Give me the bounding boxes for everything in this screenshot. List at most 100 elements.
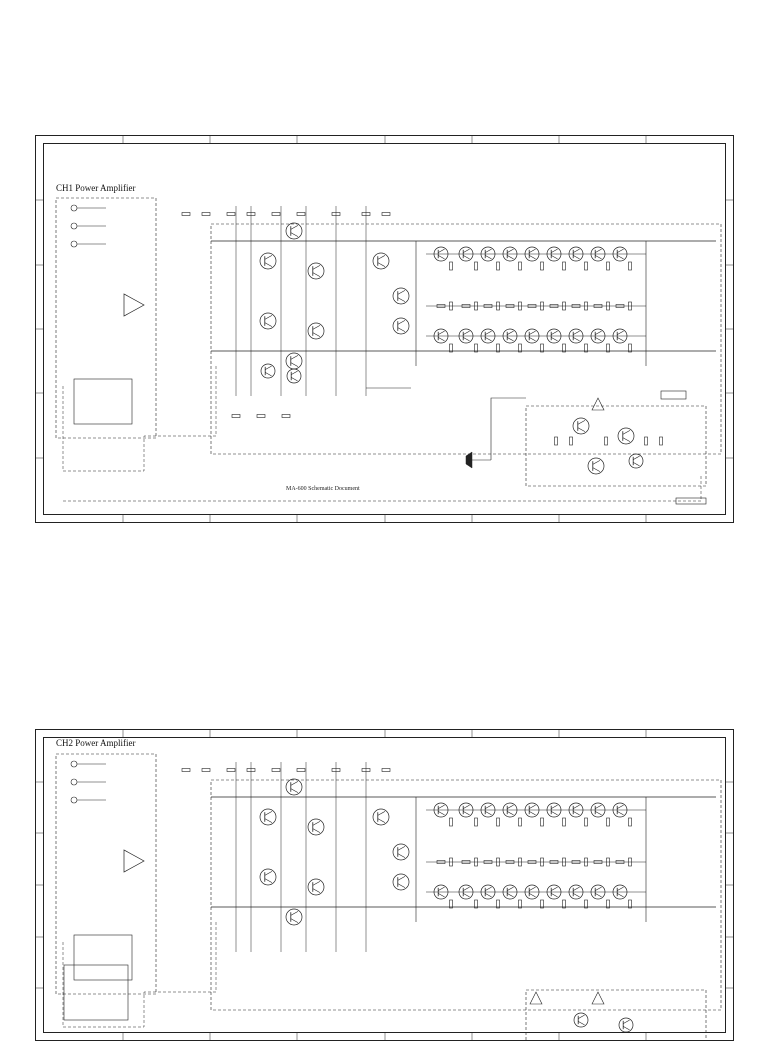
wire [264, 871, 273, 876]
wire [290, 355, 299, 360]
wire [623, 1019, 630, 1024]
circuit-group [55, 197, 722, 505]
wire [377, 811, 386, 816]
resistor-symbol [584, 343, 588, 353]
wire [397, 290, 406, 295]
resistor-symbol [540, 343, 544, 353]
resistor-symbol [226, 768, 236, 772]
wire [551, 811, 558, 816]
wire [622, 430, 631, 435]
wire [551, 330, 558, 335]
sheet-title: CH2 Power Amplifier [56, 738, 136, 748]
output-terminal [675, 497, 707, 505]
wire [617, 330, 624, 335]
wire [485, 893, 492, 898]
feedback-loop [62, 922, 217, 1028]
speaker-wire [490, 397, 526, 460]
wire [573, 804, 580, 809]
resistor-symbol [518, 261, 522, 271]
input-section-outline [55, 753, 157, 995]
resistor-symbol [281, 414, 291, 418]
wire [438, 255, 445, 260]
wire [291, 370, 298, 375]
wire [529, 255, 536, 260]
wire [312, 828, 321, 833]
resistor-symbol [201, 212, 211, 216]
wire [595, 248, 602, 253]
wire [617, 248, 624, 253]
wire [595, 893, 602, 898]
wire [617, 811, 624, 816]
resistor-symbol [584, 817, 588, 827]
wire [397, 327, 406, 332]
wire [397, 846, 406, 851]
wire [485, 811, 492, 816]
wire [633, 462, 640, 467]
wire [507, 886, 514, 891]
circuit-group [55, 753, 722, 1040]
wire [507, 337, 514, 342]
wire [377, 262, 386, 267]
sheet-zone-ticks [36, 136, 733, 522]
wire [264, 818, 273, 823]
transistor-symbol [260, 363, 276, 379]
protection-circuit-outline [525, 405, 707, 487]
wire [573, 886, 580, 891]
wire [312, 881, 321, 886]
transistor-symbol [618, 1017, 634, 1033]
sub-block-outline [63, 964, 129, 1021]
resistor-symbol [540, 261, 544, 271]
warning-triangle [529, 991, 543, 1005]
resistor-symbol [226, 212, 236, 216]
wire [264, 811, 273, 816]
wire [529, 248, 536, 253]
sub-block-outline [73, 934, 133, 981]
wire [485, 330, 492, 335]
transistor-symbol [572, 417, 590, 435]
wire [264, 255, 273, 260]
transistor-symbol [285, 908, 303, 926]
wire [264, 322, 273, 327]
wire [529, 886, 536, 891]
wire [485, 337, 492, 342]
transistor-symbol [392, 287, 410, 305]
speaker-symbol [465, 451, 473, 469]
transistor-symbol [587, 457, 605, 475]
resistor-symbol [271, 212, 281, 216]
wire [507, 255, 514, 260]
wire [573, 255, 580, 260]
wire [291, 377, 298, 382]
wire [290, 788, 299, 793]
wire [485, 248, 492, 253]
transistor-symbol [628, 453, 644, 469]
wire [438, 893, 445, 898]
resistor-symbol [518, 817, 522, 827]
wire [551, 886, 558, 891]
wire [312, 265, 321, 270]
resistor-symbol [496, 261, 500, 271]
sheet-zone-ticks [36, 730, 733, 1040]
resistor-symbol [562, 261, 566, 271]
wire [463, 811, 470, 816]
wire [573, 330, 580, 335]
wire [377, 818, 386, 823]
wire [397, 883, 406, 888]
wire [377, 255, 386, 260]
transistor-symbol [307, 878, 325, 896]
wire [529, 337, 536, 342]
transistor-symbol [392, 843, 410, 861]
wire [485, 804, 492, 809]
resistor-symbol [449, 899, 453, 909]
wire [592, 467, 601, 472]
transistor-symbol [259, 808, 277, 826]
resistor-symbol [604, 436, 608, 446]
wire [463, 248, 470, 253]
output-stage-outline [210, 779, 722, 1011]
wire [265, 372, 272, 377]
wire [312, 332, 321, 337]
protection-circuit-outline [525, 989, 707, 1040]
input-jack-symbol [70, 240, 78, 248]
wire [507, 893, 514, 898]
transistor-symbol [286, 368, 302, 384]
wire [463, 886, 470, 891]
